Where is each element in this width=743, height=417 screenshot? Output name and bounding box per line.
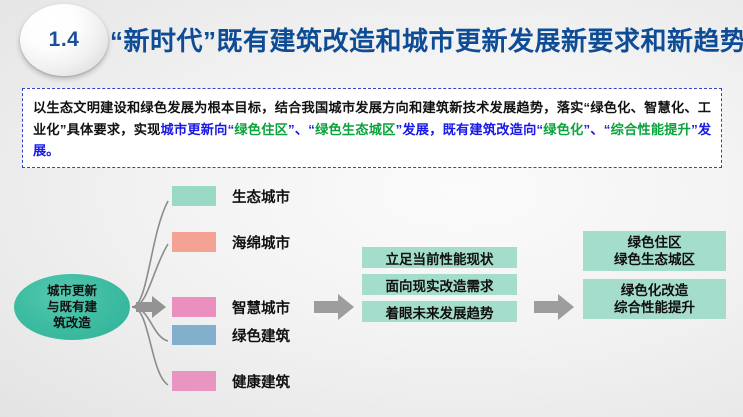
connector-lines (131, 200, 574, 386)
statement-run-6: ”发展，既有建筑改造向“ (395, 121, 544, 137)
middle-box: 立足当前性能现状 (362, 247, 517, 268)
category-row: 智慧城市 (172, 297, 290, 317)
slide-header: 1.4 “新时代”既有建筑改造和城市更新发展新要求和新趋势 (0, 0, 743, 78)
middle-box: 着眼未来发展趋势 (362, 301, 517, 322)
arrow-root-to-categories (136, 296, 166, 318)
outcome-box-line: 绿色住区 (627, 235, 682, 250)
statement-run-4: ”、“ (288, 121, 315, 137)
section-number-badge: 1.4 (20, 4, 108, 76)
category-row: 海绵城市 (172, 232, 290, 252)
outcome-box-2: 绿色化改造综合性能提升 (583, 279, 726, 319)
statement-run-5: 绿色生态城区 (314, 121, 396, 137)
category-color-swatch (172, 186, 216, 206)
category-label: 海绵城市 (232, 235, 290, 252)
category-color-swatch (172, 232, 216, 252)
diagram-root-label-line: 城市更新 (46, 284, 97, 298)
statement-run-8: ”、“ (583, 121, 611, 137)
category-row: 绿色建筑 (172, 325, 290, 345)
category-label: 智慧城市 (232, 300, 290, 317)
statement-paragraph: 以生态文明建设和绿色发展为根本目标，结合我国城市发展方向和建筑新技术发展趋势，落… (33, 97, 711, 162)
statement-run-3: 绿色住区 (234, 121, 289, 137)
diagram-root-label: 城市更新与既有建筑改造 (43, 283, 101, 331)
category-row: 健康建筑 (172, 371, 290, 391)
statement-run-0: 以生态文明建设和绿色发展为根本目标，结合我国城市发展方向和建筑新技术发展趋势，落… (33, 100, 711, 137)
outcome-box-line: 绿色生态城区 (614, 252, 695, 267)
category-color-swatch (172, 297, 216, 317)
section-number-label: 1.4 (48, 28, 80, 51)
diagram-root-label-line: 筑改造 (53, 316, 91, 330)
statement-box: 以生态文明建设和绿色发展为根本目标，结合我国城市发展方向和建筑新技术发展趋势，落… (22, 88, 722, 168)
arrow-categories-to-middle (314, 294, 354, 320)
outcome-box-line: 综合性能提升 (614, 300, 695, 315)
statement-run-10: ”发展。 (33, 121, 712, 159)
diagram-root-label-line: 与既有建 (46, 300, 97, 314)
category-row: 生态城市 (172, 186, 290, 206)
statement-run-1: 城市更新向 (160, 121, 228, 137)
statement-run-7: 绿色化 (543, 121, 584, 137)
middle-box: 面向现实改造需求 (362, 274, 517, 295)
page-title: “新时代”既有建筑改造和城市更新发展新要求和新趋势 (110, 25, 743, 56)
diagram-area: 城市更新与既有建筑改造 生态城市海绵城市智慧城市绿色建筑健康建筑 立足当前性能现… (0, 175, 743, 417)
category-color-swatch (172, 371, 216, 391)
outcome-box-line: 绿色化改造 (620, 283, 689, 298)
category-label: 绿色建筑 (232, 328, 290, 345)
category-label: 健康建筑 (232, 374, 290, 391)
outcome-box-text: 绿色住区绿色生态城区 (614, 234, 695, 268)
category-color-swatch (172, 325, 216, 345)
statement-run-9: 综合性能提升 (610, 121, 692, 137)
arrow-middle-to-right (534, 294, 574, 320)
category-label: 生态城市 (232, 189, 290, 206)
statement-run-2: “ (227, 121, 235, 137)
outcome-box-1: 绿色住区绿色生态城区 (583, 231, 726, 271)
outcome-box-text: 绿色化改造综合性能提升 (614, 282, 695, 316)
diagram-root-node: 城市更新与既有建筑改造 (14, 274, 130, 340)
